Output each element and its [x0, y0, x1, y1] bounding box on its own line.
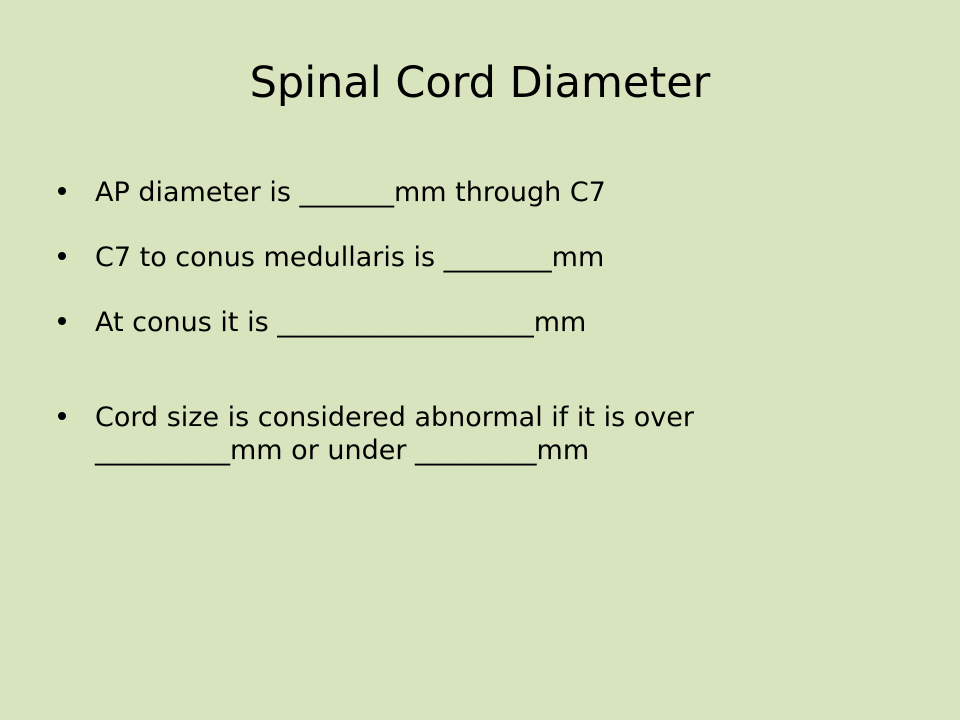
- bullet-ap-diameter: AP diameter is _______mm through C7: [58, 176, 918, 209]
- bullet-c7-to-conus: C7 to conus medullaris is ________mm: [58, 241, 918, 274]
- bullet-list: AP diameter is _______mm through C7 C7 t…: [58, 176, 918, 499]
- bullet-dot-icon: [58, 252, 66, 260]
- bullet-text-line2: __________mm or under _________mm: [95, 435, 590, 466]
- bullet-at-conus: At conus it is ___________________mm: [58, 306, 918, 339]
- bullet-text: AP diameter is _______mm through C7: [95, 177, 606, 208]
- slide-title: Spinal Cord Diameter: [249, 58, 711, 108]
- bullet-dot-icon: [58, 187, 66, 195]
- bullet-text-line1: Cord size is considered abnormal if it i…: [95, 402, 694, 433]
- bullet-dot-icon: [58, 412, 66, 420]
- bullet-text: C7 to conus medullaris is ________mm: [95, 242, 605, 273]
- bullet-text: At conus it is ___________________mm: [95, 307, 587, 338]
- bullet-cord-size: Cord size is considered abnormal if it i…: [58, 401, 918, 467]
- bullet-dot-icon: [58, 317, 66, 325]
